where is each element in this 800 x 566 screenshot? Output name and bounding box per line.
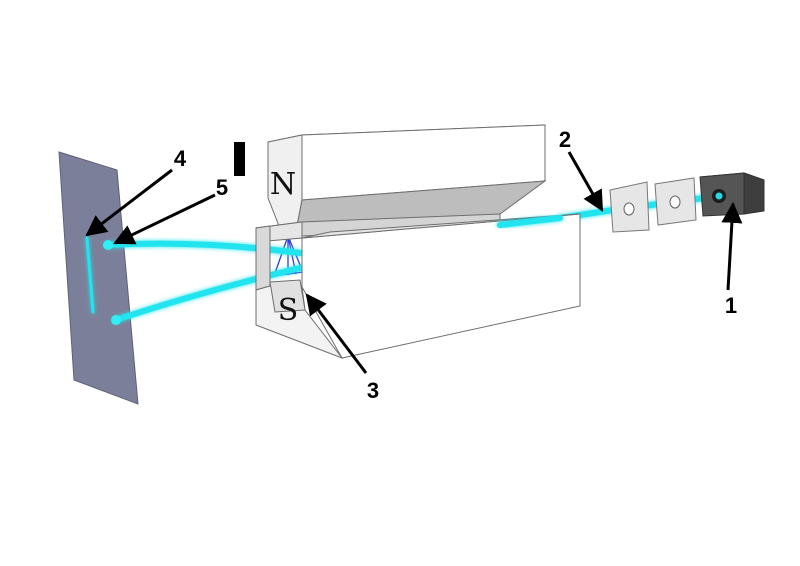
callout-arrow-2 [567,151,604,212]
collimator-plates [609,177,697,233]
callout-label-4: 4 [174,146,187,171]
south-pole-label: S [278,293,299,328]
callout-arrow-4 [85,168,173,237]
beam-deflected-down [113,265,303,323]
callout-arrow-1 [721,201,743,291]
marker-block [234,142,245,176]
classical-line-on-screen [85,236,95,314]
south-magnet: S [255,213,581,360]
callout-arrow-3 [305,293,368,374]
north-pole-label: N [270,167,296,202]
impact-spot-lower [111,315,121,325]
callout-label-3: 3 [367,378,379,403]
callout-label-2: 2 [559,127,571,152]
callout-arrow-5 [113,193,216,245]
callout-label-5: 5 [216,175,228,200]
detector-screen [58,151,139,405]
source-oven [699,172,765,217]
beam-deflected-up [105,240,303,256]
callout-arrows [85,151,743,374]
callout-label-1: 1 [725,293,737,318]
impact-spot-upper [103,240,113,250]
